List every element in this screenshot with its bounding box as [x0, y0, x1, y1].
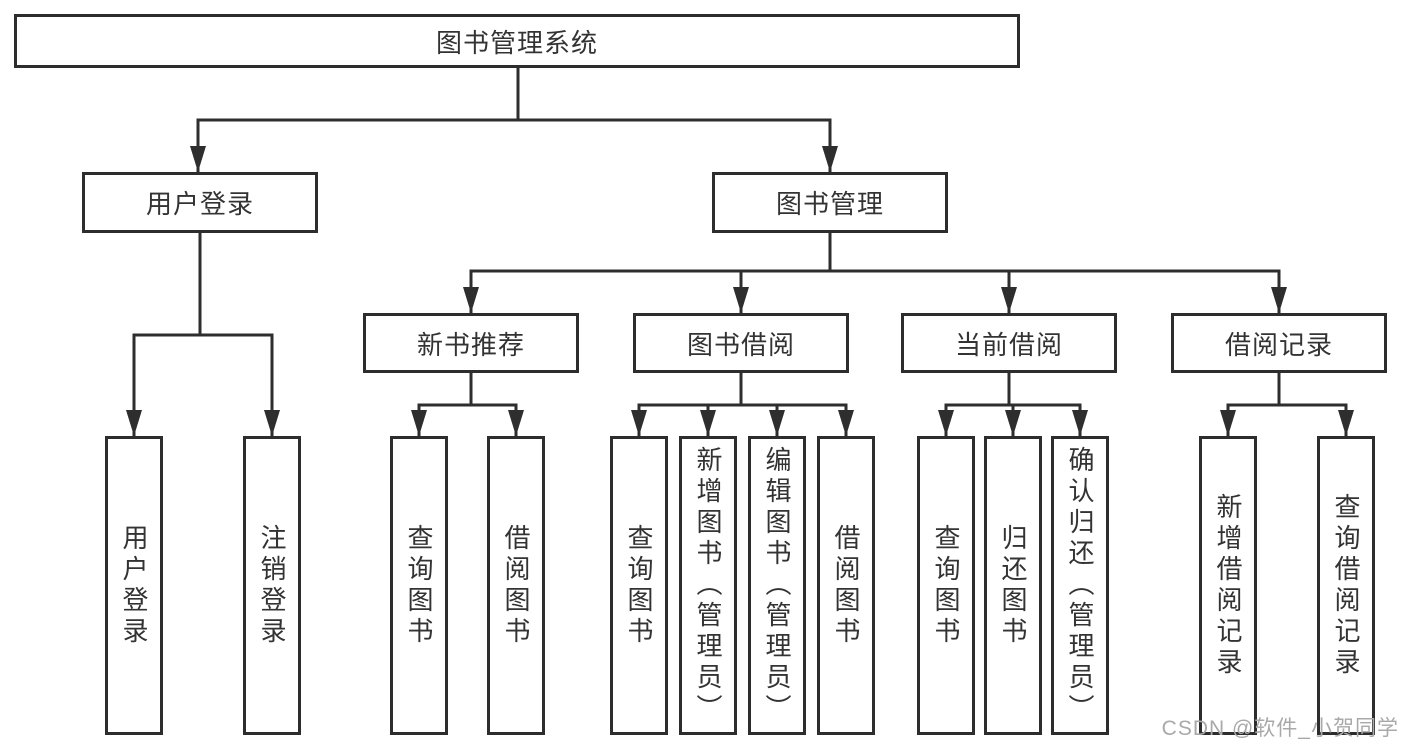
node-current-borrowing: 当前借阅	[901, 313, 1117, 373]
node-bb-borrow-book-label: 借阅图书	[831, 523, 861, 648]
node-cb-query-book-label: 查询图书	[931, 523, 961, 648]
node-cb-confirm-return-admin-label: 确认归还（管理员）	[1065, 446, 1095, 725]
node-book-management: 图书管理	[712, 172, 948, 233]
node-root: 图书管理系统	[14, 14, 1020, 68]
node-bb-borrow-book: 借阅图书	[817, 436, 875, 735]
node-cb-confirm-return-admin: 确认归还（管理员）	[1051, 436, 1109, 735]
node-user-login-action: 用户登录	[105, 436, 163, 735]
node-new-book-recommendation-label: 新书推荐	[416, 329, 525, 360]
node-borrowing-records-label: 借阅记录	[1224, 329, 1333, 360]
node-book-borrowing: 图书借阅	[633, 313, 849, 373]
node-bb-edit-book-admin-label: 编辑图书（管理员）	[762, 446, 792, 725]
node-borrowing-records: 借阅记录	[1171, 313, 1387, 373]
connector-borrowing-records	[1220, 373, 1354, 436]
node-logout: 注销登录	[243, 436, 301, 735]
node-user-login: 用户登录	[82, 172, 318, 233]
node-nbr-query-book-label: 查询图书	[404, 523, 434, 648]
node-bb-add-book-admin: 新增图书（管理员）	[679, 436, 737, 735]
node-nbr-borrow-book-label: 借阅图书	[501, 523, 531, 648]
node-root-label: 图书管理系统	[435, 27, 598, 58]
connector-root	[190, 68, 838, 172]
connector-new-book-recommendation	[411, 373, 524, 436]
connector-book-management	[463, 233, 1287, 313]
node-bb-query-book-label: 查询图书	[624, 523, 654, 648]
node-book-management-label: 图书管理	[775, 189, 884, 219]
node-bb-query-book: 查询图书	[610, 436, 668, 735]
node-logout-label: 注销登录	[257, 523, 287, 648]
connector-book-borrowing	[631, 373, 854, 436]
node-user-login-action-label: 用户登录	[119, 523, 149, 648]
node-current-borrowing-label: 当前借阅	[954, 329, 1063, 360]
node-bb-add-book-admin-label: 新增图书（管理员）	[693, 446, 723, 725]
node-br-add-record: 新增借阅记录	[1199, 436, 1257, 735]
connector-user-login	[126, 233, 280, 436]
node-new-book-recommendation: 新书推荐	[363, 313, 579, 373]
node-book-borrowing-label: 图书借阅	[686, 329, 795, 360]
node-br-query-record: 查询借阅记录	[1317, 436, 1375, 735]
connector-current-borrowing	[938, 373, 1088, 436]
node-bb-edit-book-admin: 编辑图书（管理员）	[748, 436, 806, 735]
node-user-login-label: 用户登录	[145, 189, 254, 219]
node-nbr-query-book: 查询图书	[390, 436, 448, 735]
watermark: CSDN @软件_小贺同学	[1161, 717, 1399, 740]
node-cb-query-book: 查询图书	[917, 436, 975, 735]
node-cb-return-book-label: 归还图书	[998, 523, 1028, 648]
node-cb-return-book: 归还图书	[984, 436, 1042, 735]
node-nbr-borrow-book: 借阅图书	[487, 436, 545, 735]
node-br-query-record-label: 查询借阅记录	[1331, 492, 1361, 679]
node-br-add-record-label: 新增借阅记录	[1213, 492, 1243, 679]
